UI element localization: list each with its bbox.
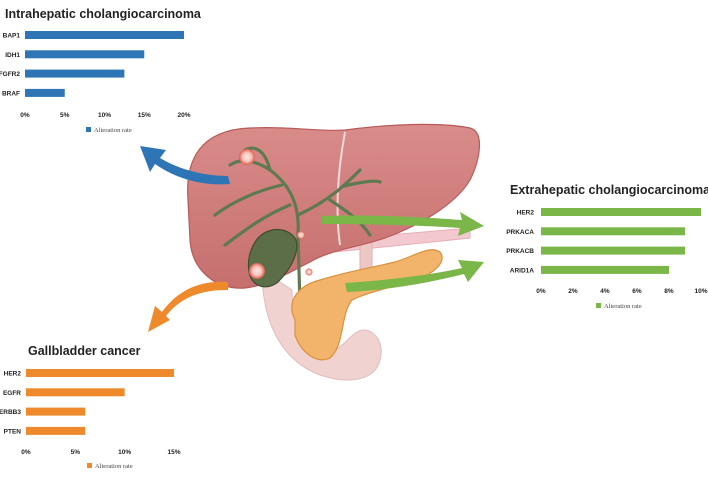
category-label: PTEN xyxy=(4,428,22,435)
x-tick-label: 10% xyxy=(98,112,111,119)
bar-erbb3 xyxy=(26,407,86,416)
x-tick-label: 0% xyxy=(21,449,31,456)
legend-label: Alteration rate xyxy=(94,127,132,134)
category-label: ERBB3 xyxy=(0,409,21,416)
category-label: HER2 xyxy=(4,371,22,378)
bar-fgfr2 xyxy=(25,69,125,78)
x-tick-label: 4% xyxy=(600,288,610,295)
legend-swatch xyxy=(86,127,91,132)
bar-pten xyxy=(26,426,86,435)
arrow-to-gallbladder-cancer-icon xyxy=(148,281,228,332)
chart-intrahepatic: Intrahepatic cholangiocarcinoma BAP1IDH1… xyxy=(0,7,202,134)
category-label: HER2 xyxy=(517,210,535,217)
legend-label: Alteration rate xyxy=(604,303,642,310)
category-label: EGFR xyxy=(3,390,21,397)
category-label: BAP1 xyxy=(3,33,21,40)
bar-her2 xyxy=(541,208,701,216)
bar-egfr xyxy=(26,388,125,397)
bar-bap1 xyxy=(25,31,184,39)
chart-title: Intrahepatic cholangiocarcinoma xyxy=(5,7,202,21)
tumor-intrahepatic-icon xyxy=(239,149,255,165)
tumor-extrahepatic-icon xyxy=(297,231,305,239)
x-tick-label: 6% xyxy=(632,288,642,295)
legend-swatch xyxy=(596,303,601,308)
x-tick-label: 0% xyxy=(20,112,30,119)
bar-her2 xyxy=(26,369,174,377)
bar-idh1 xyxy=(25,50,145,59)
legend-swatch xyxy=(87,463,92,468)
category-label: ARID1A xyxy=(510,267,535,274)
x-tick-label: 5% xyxy=(71,449,81,456)
bar-arid1a xyxy=(541,265,669,274)
chart-title: Gallbladder cancer xyxy=(28,344,141,358)
bar-prkacb xyxy=(541,246,685,255)
chart-extrahepatic: Extrahepatic cholangiocarcinoma HER2PRKA… xyxy=(506,183,708,310)
tumor-gallbladder-icon xyxy=(249,263,265,279)
x-tick-label: 10% xyxy=(694,288,707,295)
category-label: PRKACB xyxy=(506,248,534,255)
x-tick-label: 8% xyxy=(664,288,674,295)
category-label: PRKACA xyxy=(506,229,534,236)
x-tick-label: 15% xyxy=(167,449,180,456)
x-tick-label: 20% xyxy=(177,112,190,119)
bar-prkaca xyxy=(541,227,685,236)
legend-label: Alteration rate xyxy=(95,463,133,470)
category-label: IDH1 xyxy=(5,52,20,59)
bar-braf xyxy=(25,88,65,97)
x-tick-label: 2% xyxy=(568,288,578,295)
x-tick-label: 15% xyxy=(138,112,151,119)
anatomy-illustration xyxy=(140,123,484,381)
arrow-to-intrahepatic-icon xyxy=(140,146,230,185)
chart-title: Extrahepatic cholangiocarcinoma xyxy=(510,183,708,197)
pancreas-shape xyxy=(291,249,443,361)
category-label: BRAF xyxy=(2,90,20,97)
category-label: FGFR2 xyxy=(0,71,20,78)
tumor-distal-icon xyxy=(305,268,313,276)
arrow-to-extrahepatic-upper-icon xyxy=(322,212,484,236)
arrow-to-extrahepatic-lower-icon xyxy=(345,260,484,292)
x-tick-label: 10% xyxy=(118,449,131,456)
x-tick-label: 0% xyxy=(536,288,546,295)
x-tick-label: 5% xyxy=(60,112,70,119)
